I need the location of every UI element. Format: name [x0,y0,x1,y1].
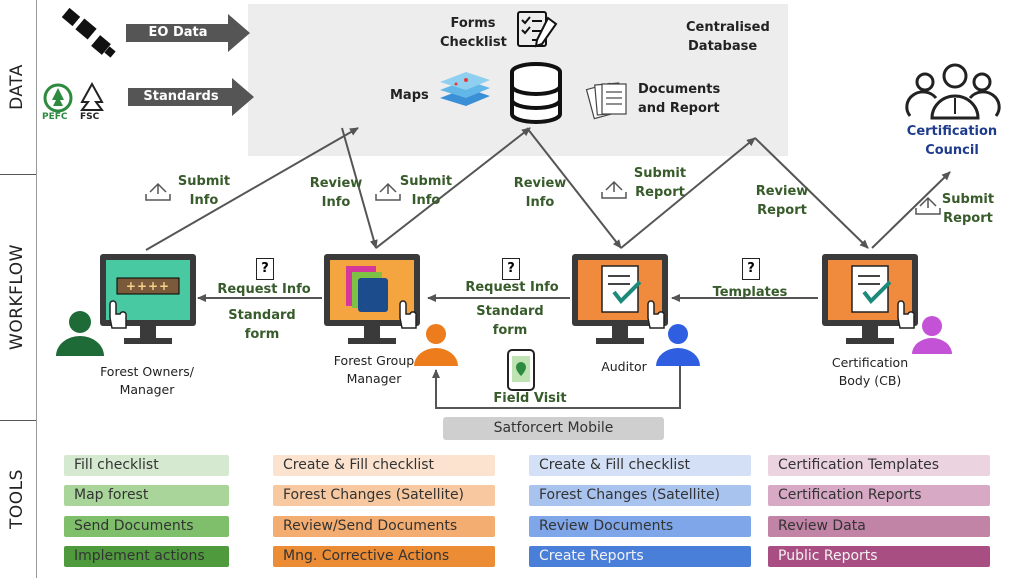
tool-col2-item[interactable]: Create & Fill checklist [273,455,495,476]
tool-col1-item[interactable]: Implement actions [64,546,229,567]
maps-icon [440,72,490,106]
tool-col1-item[interactable]: Send Documents [64,516,229,537]
tool-col2-item[interactable]: Review/Send Documents [273,516,495,537]
standard-form-label-1: Standard form [228,308,296,342]
flow-line-3 [375,127,531,249]
monitor-forest-owners [100,254,196,344]
satforcert-mobile-button[interactable]: Satforcert Mobile [443,417,664,440]
certification-council-icon [905,63,1001,120]
password-field-text: ++++ [125,279,171,293]
band-divider-data [0,174,36,175]
tool-col4-item[interactable]: Certification Templates [768,455,990,476]
monitor-forest-group [324,254,420,344]
satellite-icon [61,7,116,58]
flow-line-6 [754,137,869,249]
flow-line-5 [620,137,756,249]
mobile-phone-icon [507,349,535,391]
tool-col1-item[interactable]: Fill checklist [64,455,229,476]
fsc-logo [80,81,104,111]
upload-icon [145,180,941,215]
tool-col2-item[interactable]: Forest Changes (Satellite) [273,485,495,506]
templates-label: Templates [712,285,788,300]
standards-arrow [128,78,254,116]
band-divider-tools [0,420,36,421]
flow-line-1 [145,127,359,251]
user-icon-auditor [656,324,700,366]
monitor-cb [822,254,918,344]
actor-auditor-label: Auditor [601,359,647,374]
standard-form-label-2: Standard form [476,304,544,338]
request-info-label-2: Request Info [465,280,559,295]
question-icon: ? [502,258,520,280]
tool-col3-item[interactable]: Create & Fill checklist [529,455,751,476]
hand-pointer-icon [109,300,915,329]
database-icon [510,62,562,124]
pefc-logo [43,83,73,113]
user-icon-forest-group [414,324,458,366]
tool-col4-item[interactable]: Review Data [768,516,990,537]
field-visit-connector [432,366,681,409]
question-icon: ? [742,258,760,280]
user-icon-cb [912,316,952,354]
band-border [0,0,37,578]
tool-col4-item[interactable]: Public Reports [768,546,990,567]
tool-col3-item[interactable]: Forest Changes (Satellite) [529,485,751,506]
request-info-label-1: Request Info [217,282,311,297]
actor-forest-owners-label: Forest Owners/Manager [100,364,194,397]
eo-data-label: EO Data [148,25,208,40]
question-icon: ? [256,258,274,280]
tool-col2-item[interactable]: Mng. Corrective Actions [273,546,495,567]
monitor-auditor [572,254,668,344]
tool-col3-item[interactable]: Create Reports [529,546,751,567]
documents-icon [585,82,627,120]
forms-checklist-icon [517,11,558,48]
fsc-label: FSC [80,112,100,122]
tool-col3-item[interactable]: Review Documents [529,516,751,537]
tool-col4-item[interactable]: Certification Reports [768,485,990,506]
standards-label: Standards [143,89,219,104]
flow-line-2 [341,127,378,249]
eo-data-arrow [126,14,250,52]
maps-label: Maps [390,88,429,103]
flow-line-4 [526,127,622,249]
field-visit-label: Field Visit [493,391,567,406]
pefc-label: PEFC [42,112,68,122]
user-icon-forest-owners [56,311,104,356]
flow-line-7 [871,171,951,249]
tool-col1-item[interactable]: Map forest [64,485,229,506]
